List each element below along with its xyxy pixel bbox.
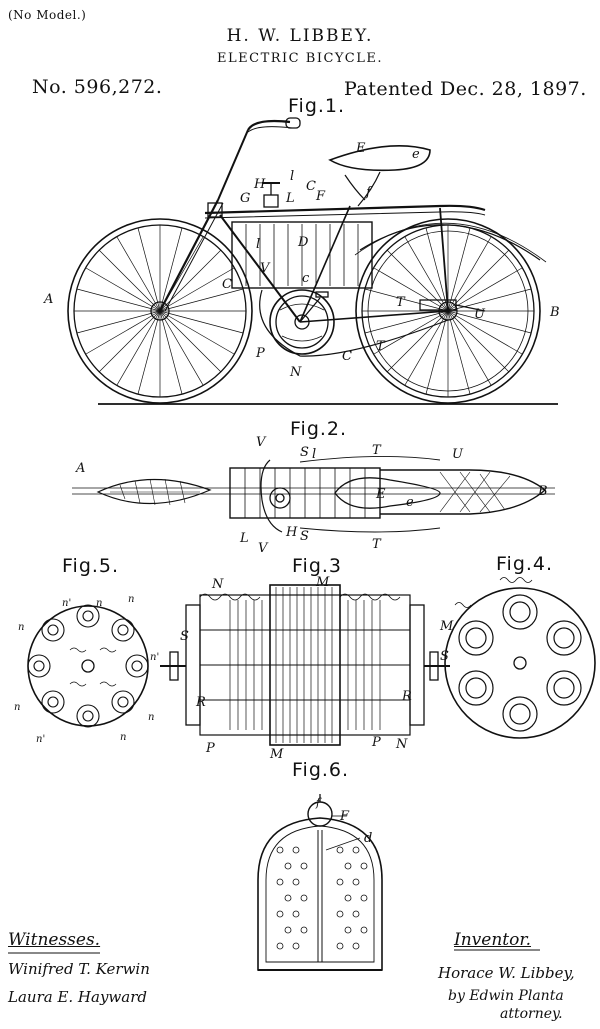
ref-P-fig1: P <box>255 346 265 361</box>
inventor-name: H. W. LIBBEY. <box>226 26 374 46</box>
fig4-end-view <box>444 577 596 739</box>
ref-N-fig3: N <box>211 577 224 592</box>
fig3-motor-section <box>160 584 450 746</box>
ref-T2-fig1: T <box>396 295 406 310</box>
ref-C-fig1: C <box>222 277 232 292</box>
ref-n5-fig5: n <box>148 712 154 723</box>
ref-C3-fig1: C <box>342 349 352 364</box>
ref-F-fig6: F <box>339 809 350 824</box>
ref-U-fig2: U <box>452 447 464 462</box>
ref-f-fig1: f <box>365 185 373 200</box>
ref-S2-fig3: S <box>440 649 449 664</box>
ref-M2-fig3: M <box>269 747 284 762</box>
ref-L-fig2: L <box>239 531 249 546</box>
fig2-plan-view <box>72 456 555 533</box>
ref-C2-fig1: C <box>306 179 316 194</box>
ref-E-fig2: E <box>375 487 386 502</box>
fig5-label: Fig.5. <box>62 555 120 577</box>
ref-V-fig2: V <box>256 435 267 450</box>
ref-P-fig3: P <box>205 741 215 756</box>
ref-n4-fig5: n <box>14 702 20 713</box>
ref-B-fig1: B <box>549 305 560 320</box>
model-note: (No Model.) <box>8 8 87 22</box>
ref-d-fig6: d <box>364 831 372 846</box>
ref-l-fig2: l <box>312 447 316 462</box>
witnesses-label: Witnesses. <box>8 930 101 950</box>
patent-number: No. 596,272. <box>32 76 163 98</box>
attorney-line-2: attorney. <box>500 1006 563 1022</box>
ref-N2-fig3: N <box>395 737 408 752</box>
ref-A-fig1: A <box>43 292 53 307</box>
ref-F-fig1: F <box>315 189 326 204</box>
ref-V-fig1: V <box>260 261 271 276</box>
ref-G-fig1: G <box>240 191 250 206</box>
ref-nprime-fig5: n' <box>62 598 71 609</box>
ref-M-fig3: M <box>315 575 330 590</box>
patent-title: ELECTRIC BICYCLE. <box>217 51 383 66</box>
fig6-label: Fig.6. <box>292 759 350 781</box>
witness-2-signature: Laura E. Hayward <box>8 988 147 1006</box>
ref-A-fig2: A <box>75 461 85 476</box>
ref-S-fig3: S <box>180 629 189 644</box>
ref-L-fig1: L <box>285 191 295 206</box>
ref-f-fig6: f <box>315 796 322 809</box>
ref-e-fig2: e <box>406 495 414 510</box>
ref-V2-fig2: V <box>258 541 269 556</box>
fig6-cell-section <box>257 794 383 971</box>
ref-N-fig1: N <box>289 365 302 380</box>
fig4-label: Fig.4. <box>496 553 554 575</box>
ref-l-fig1: l <box>256 237 260 252</box>
ref-T-fig2: T <box>372 443 382 458</box>
ref-D-fig1: D <box>297 235 309 250</box>
ref-n-fig5: n <box>96 598 102 609</box>
fig1-bicycle <box>67 117 558 405</box>
fig2-label: Fig.2. <box>290 418 348 440</box>
fig5-end-view <box>27 604 149 728</box>
ref-E-fig1: E <box>355 141 366 156</box>
inventor-signature: Horace W. Libbey, <box>438 964 575 982</box>
ref-nprime2-fig5: n' <box>150 652 159 663</box>
attorney-line-1: by Edwin Planta <box>448 988 564 1004</box>
ref-c-fig1: c <box>302 271 310 286</box>
inventor-label: Inventor. <box>454 930 532 950</box>
ref-S2-fig2: S <box>300 529 309 544</box>
ref-R2-fig3: R <box>401 689 412 704</box>
ref-l2-fig1: l <box>290 169 294 184</box>
fig1-label: Fig.1. <box>288 95 346 117</box>
patent-date: Patented Dec. 28, 1897. <box>344 78 587 100</box>
ref-n3-fig5: n <box>18 622 24 633</box>
ref-H-fig1: H <box>253 177 266 192</box>
ref-R-fig3: R <box>195 695 206 710</box>
ref-P2-fig3: P <box>371 735 381 750</box>
ref-S-fig2: S <box>300 445 309 460</box>
ref-n6-fig5: n <box>120 732 126 743</box>
ref-M-fig4: M <box>439 619 454 634</box>
ref-nprime3-fig5: n' <box>36 734 45 745</box>
ref-H-fig2: H <box>285 525 298 540</box>
ref-B-fig2: B <box>537 484 548 499</box>
ref-T-fig1: T <box>376 339 386 354</box>
ref-T2-fig2: T <box>372 537 382 552</box>
ref-U-fig1: U <box>474 307 486 322</box>
fig3-label: Fig.3 <box>292 555 343 577</box>
ref-n2-fig5: n <box>128 594 134 605</box>
ref-e-fig1: e <box>412 147 420 162</box>
witness-1-signature: Winifred T. Kerwin <box>8 960 150 978</box>
